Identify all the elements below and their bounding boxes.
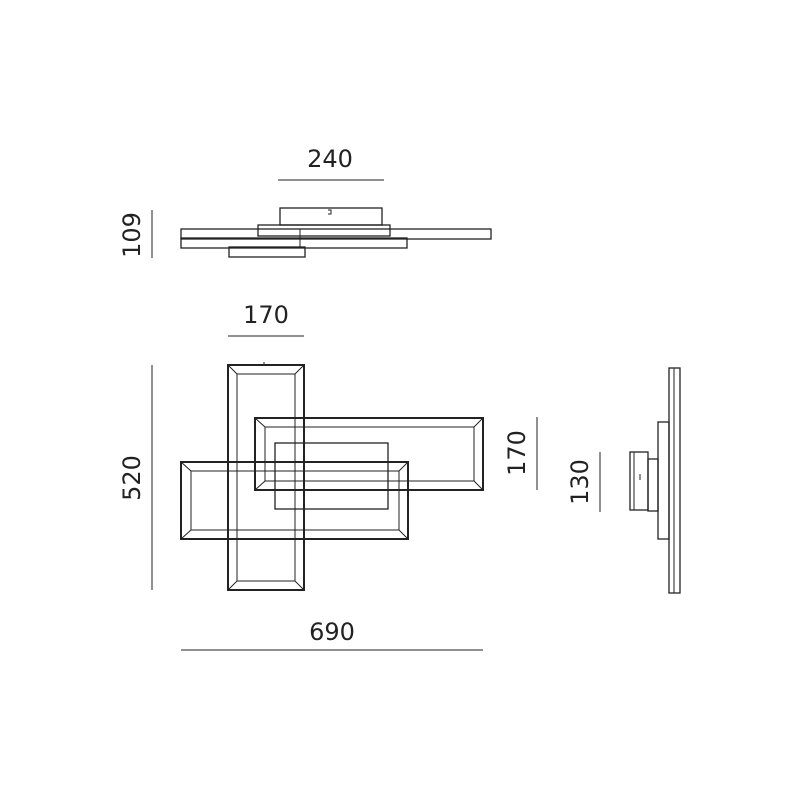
dim-front-inner-width-label: 170 (243, 301, 289, 329)
top-bar-lower (228, 246, 306, 258)
front-view: 170 520 170 690 (118, 301, 538, 651)
dim-side-height-label: 130 (566, 459, 594, 505)
side-canopy (629, 451, 649, 511)
top-canopy-screw (328, 209, 332, 215)
frame-horizontal-upper (254, 417, 484, 491)
top-plate-middle (257, 224, 391, 237)
front-canopy (274, 442, 389, 510)
top-bar-long (180, 228, 492, 240)
dim-top-width-label: 240 (307, 145, 353, 173)
side-panel-middle (657, 421, 670, 540)
side-view: 130 (566, 367, 681, 594)
top-bar-second (180, 237, 408, 249)
dim-front-right-height-label: 170 (503, 430, 531, 476)
top-view: 240 109 (118, 145, 492, 258)
side-panel-inner (647, 458, 659, 512)
frame-vertical (227, 362, 305, 591)
dim-front-height-label: 520 (118, 455, 146, 501)
dim-total-width-label: 690 (309, 618, 355, 646)
dim-top-height-label: 109 (118, 212, 146, 258)
